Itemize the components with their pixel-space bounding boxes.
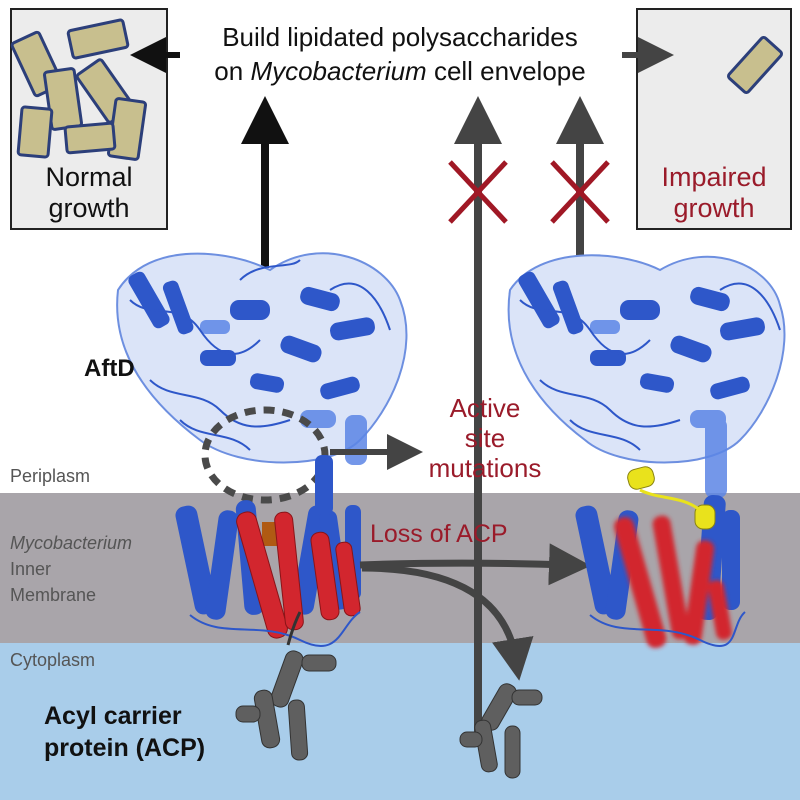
aftd-periplasmic-domain-left	[116, 252, 408, 465]
normal-growth-line-2: growth	[48, 193, 130, 223]
aftd-transmembrane-right	[575, 466, 746, 648]
cytoplasm-label: Cytoplasm	[10, 650, 96, 670]
membrane-label-line-3: Membrane	[10, 585, 97, 605]
acp-left	[235, 611, 337, 761]
title-line-1: Build lipidated polysaccharides	[222, 22, 578, 52]
membrane-label-line-2: Inner	[10, 559, 52, 579]
arrow-loss-acp-down	[361, 564, 534, 681]
acp-label-line-1: Acyl carrier	[44, 702, 182, 730]
aftd-label: AftD	[84, 355, 135, 382]
impaired-growth-label: Impaired growth	[638, 162, 790, 224]
cell-icon	[63, 121, 117, 155]
impaired-cell-icon	[727, 35, 783, 95]
title-line-2-prefix: on	[214, 56, 251, 86]
active-site-line-3: mutations	[428, 453, 542, 483]
impaired-growth-line-1: Impaired	[661, 162, 767, 192]
active-site-line-2: site	[464, 423, 506, 453]
blocked-mark-right	[550, 160, 610, 224]
membrane-label-line-1: Mycobacterium	[10, 533, 133, 553]
title-line-2-suffix: cell envelope	[426, 56, 586, 86]
periplasm-label: Periplasm	[10, 466, 91, 486]
arrow-loss-acp-right	[359, 543, 591, 586]
title-line-2-italic: Mycobacterium	[250, 56, 427, 86]
normal-growth-label: Normal growth	[12, 162, 166, 224]
normal-cells	[10, 18, 148, 161]
active-site-line-1: Active	[449, 393, 521, 423]
aftd-transmembrane-left	[175, 455, 361, 647]
acp-released	[459, 683, 543, 779]
blocked-mark-left	[448, 160, 508, 224]
loss-of-acp-label: Loss of ACP	[370, 520, 508, 548]
active-site-mutations-label: Active site mutations	[420, 393, 550, 483]
normal-growth-line-1: Normal	[45, 162, 133, 192]
acp-label: Acyl carrier protein (ACP)	[44, 700, 205, 764]
impaired-growth-line-2: growth	[673, 193, 755, 223]
title-line-2: on Mycobacterium cell envelope	[160, 56, 640, 87]
aftd-periplasmic-domain-right	[507, 254, 786, 498]
cytoplasm-region	[0, 643, 800, 800]
membrane-label: Mycobacterium Inner Membrane	[10, 530, 132, 608]
cell-icon	[16, 105, 54, 159]
acp-label-line-2: protein (ACP)	[44, 734, 206, 762]
cell-icon	[66, 18, 130, 60]
